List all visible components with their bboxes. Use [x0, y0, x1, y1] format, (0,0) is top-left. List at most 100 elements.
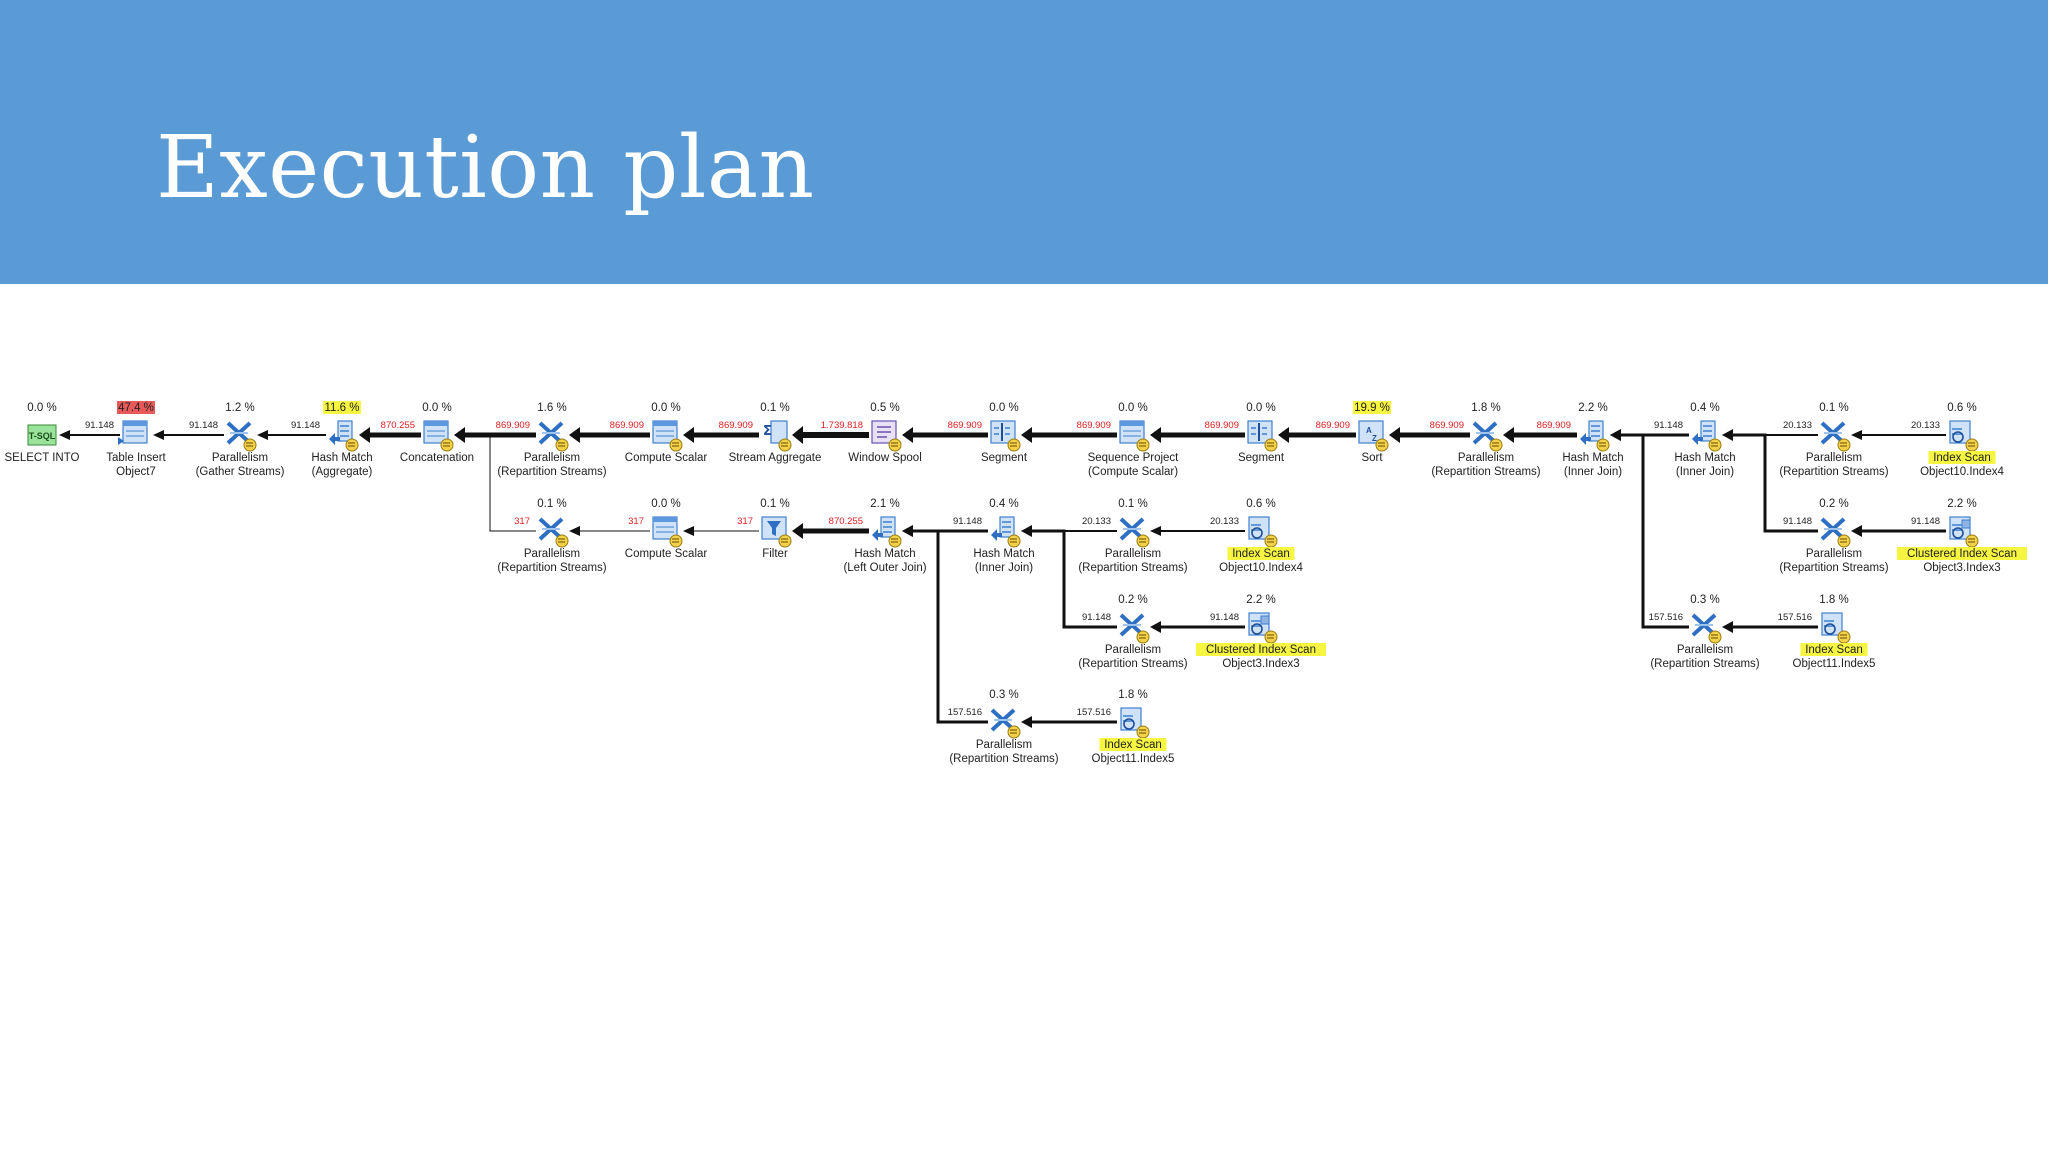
edge-rows-label: 869.909	[948, 420, 982, 431]
plan-operator-par_rep7[interactable]: 0.1 %Parallelism(Repartition Streams)	[1078, 498, 1187, 574]
plan-operator-hm_loj[interactable]: 2.1 %Hash Match(Left Outer Join)	[843, 498, 926, 574]
plan-edge-par_rep5-to-hm_ij1: 157.516	[1610, 429, 1689, 629]
plan-operator-par_rep4[interactable]: 0.2 %Parallelism(Repartition Streams)	[1779, 498, 1888, 574]
operator-name-line: Parallelism	[1677, 644, 1733, 656]
operator-name-line: Filter	[762, 548, 788, 560]
operator-name-highlight	[1099, 738, 1167, 751]
plan-operator-par_rep6[interactable]: 0.1 %Parallelism(Repartition Streams)	[497, 498, 606, 574]
parallelism-icon	[1119, 517, 1150, 548]
operator-cost: 0.6 %	[1947, 402, 1976, 414]
hash-match-icon	[329, 420, 359, 452]
operator-name-line: Clustered Index Scan	[1206, 644, 1316, 656]
operator-name-line: Index Scan	[1232, 548, 1290, 560]
parallelism-icon	[538, 517, 569, 548]
operator-name-line: Parallelism	[1806, 452, 1862, 464]
plan-operator-par_rep3[interactable]: 0.1 %Parallelism(Repartition Streams)	[1779, 402, 1888, 478]
plan-operator-par_rep1[interactable]: 1.6 %Parallelism(Repartition Streams)	[497, 402, 606, 478]
plan-operator-hm_ij1[interactable]: 2.2 %Hash Match(Inner Join)	[1562, 402, 1623, 478]
operator-name-line: (Compute Scalar)	[1088, 466, 1178, 478]
svg-text:T-SQL: T-SQL	[29, 431, 56, 441]
edge-rows-label: 869.909	[1537, 420, 1571, 431]
edge-rows-label: 157.516	[948, 707, 982, 718]
operator-name-line: (Left Outer Join)	[843, 562, 926, 574]
edge-rows-label: 1.739.818	[821, 420, 863, 431]
edge-rows-label: 91.148	[1654, 420, 1683, 431]
operator-cost: 2.1 %	[870, 498, 899, 510]
edge-arrowhead	[1851, 430, 1862, 440]
operator-cost: 0.4 %	[989, 498, 1018, 510]
plan-edge-par_rep8-to-hm_ij3: 91.148	[1021, 525, 1117, 629]
stream-aggregate-icon: Σ	[763, 420, 792, 452]
operator-name-line: Segment	[981, 452, 1028, 464]
edge-arrowhead	[569, 526, 580, 536]
compute-scalar-icon	[652, 516, 683, 548]
plan-operator-segment1[interactable]: 0.0 % Segment	[981, 402, 1028, 464]
operator-name-line: (Gather Streams)	[196, 466, 285, 478]
plan-edge-is_o10b-to-par_rep7: 20.133	[1150, 516, 1245, 536]
plan-edge-window_spool-to-stream_agg: 1.739.818	[792, 420, 869, 444]
edge-rows-label: 157.516	[1649, 612, 1683, 623]
filter-icon	[761, 516, 792, 548]
svg-text:A: A	[1366, 426, 1372, 435]
edge-rows-label: 869.909	[1316, 420, 1350, 431]
operator-cost: 1.8 %	[1118, 689, 1147, 701]
plan-operator-par_rep8[interactable]: 0.2 %Parallelism(Repartition Streams)	[1078, 594, 1187, 670]
plan-edge-hm_ij2-to-hm_ij1: 91.148	[1610, 420, 1689, 441]
plan-edge-par_rep1-to-concat: 869.909	[454, 420, 536, 443]
edge-rows-label: 869.909	[1430, 420, 1464, 431]
parallelism-icon	[990, 708, 1021, 739]
parallelism-icon	[1472, 421, 1503, 452]
operator-name-line: (Inner Join)	[1564, 466, 1622, 478]
parallelism-icon	[1820, 517, 1851, 548]
plan-operator-seq_project[interactable]: 0.0 %Sequence Project(Compute Scalar)	[1088, 402, 1180, 478]
plan-operator-window_spool[interactable]: 0.5 %Window Spool	[848, 402, 922, 464]
plan-edge-hm_ij1-to-par_rep2: 869.909	[1503, 420, 1577, 443]
plan-edge-cs2-to-par_rep6: 317	[569, 516, 650, 536]
plan-operator-par_rep5[interactable]: 0.3 %Parallelism(Repartition Streams)	[1650, 594, 1759, 670]
plan-operator-hm_ij2[interactable]: 0.4 %Hash Match(Inner Join)	[1674, 402, 1735, 478]
clustered-index-scan-icon	[1248, 612, 1278, 644]
operator-name-line: Parallelism	[524, 452, 580, 464]
edge-rows-label: 91.148	[291, 420, 320, 431]
operator-name-line: Index Scan	[1104, 739, 1162, 751]
plan-edge-par_rep4-to-hm_ij2: 91.148	[1722, 429, 1818, 533]
plan-operator-hm_ij3[interactable]: 0.4 %Hash Match(Inner Join)	[973, 498, 1034, 574]
clustered-index-scan-icon	[1949, 516, 1979, 548]
plan-operator-par_rep2[interactable]: 1.8 %Parallelism(Repartition Streams)	[1431, 402, 1540, 478]
operator-name-line: Parallelism	[1105, 644, 1161, 656]
plan-operator-concat[interactable]: 0.0 %Concatenation	[400, 402, 474, 464]
operator-cost: 1.2 %	[225, 402, 254, 414]
operator-cost: 0.1 %	[760, 498, 789, 510]
plan-operator-cs2[interactable]: 0.0 %Compute Scalar	[625, 498, 708, 560]
plan-operator-filter[interactable]: 0.1 % Filter	[760, 498, 792, 560]
concatenation-icon	[423, 420, 454, 452]
edge-rows-label: 91.148	[953, 516, 982, 527]
plan-operator-par_rep9[interactable]: 0.3 %Parallelism(Repartition Streams)	[949, 689, 1058, 765]
edge-rows-label: 91.148	[189, 420, 218, 431]
operator-cost: 11.6 %	[325, 402, 360, 414]
plan-operator-hm_agg[interactable]: 11.6 %Hash Match(Aggregate)	[311, 401, 373, 478]
operator-name-line: Parallelism	[976, 739, 1032, 751]
operator-cost: 0.0 %	[989, 402, 1018, 414]
operator-name-line: Object3.Index3	[1222, 658, 1299, 670]
operator-name-line: Stream Aggregate	[729, 452, 822, 464]
edge-line	[463, 434, 536, 532]
plan-operator-par_gather[interactable]: 1.2 %Parallelism(Gather Streams)	[196, 402, 285, 478]
operator-name-line: Parallelism	[524, 548, 580, 560]
operator-name-line: Parallelism	[1105, 548, 1161, 560]
operator-name-line: (Inner Join)	[1676, 466, 1734, 478]
edge-rows-label: 317	[628, 516, 644, 527]
plan-operator-segment2[interactable]: 0.0 %Segment	[1238, 402, 1285, 464]
plan-operator-cs1[interactable]: 0.0 %Compute Scalar	[625, 402, 708, 464]
